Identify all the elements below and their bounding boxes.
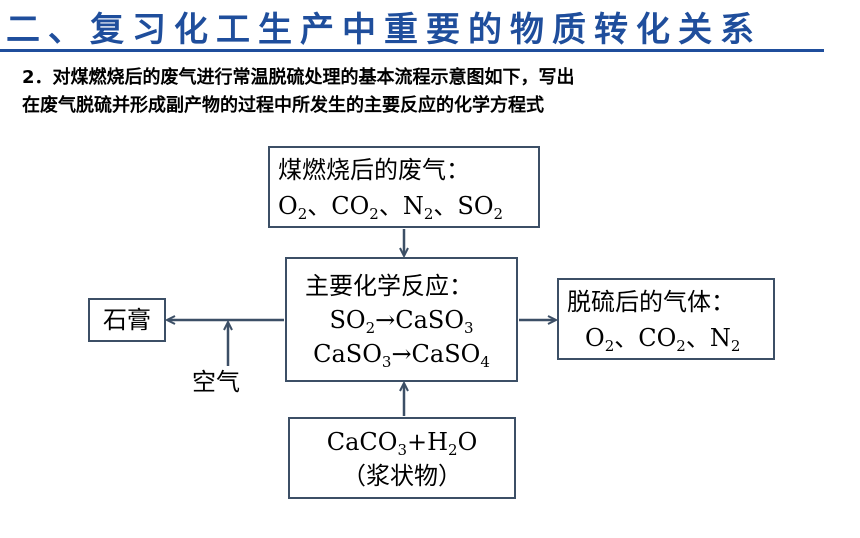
section-title: 二、复习化工生产中重要的物质转化关系 [6, 10, 762, 50]
waste-gas-components: O2、CO2、N2、SO2 [278, 192, 504, 223]
feed-formula: CaCO3+H2O [326, 428, 478, 459]
reaction-2: CaSO3→CaSO4 [313, 340, 490, 371]
question-line-1: 2．对煤燃烧后的废气进行常温脱硫处理的基本流程示意图如下，写出 [22, 67, 575, 88]
feed-box: CaCO3+H2O （浆状物） [288, 417, 516, 499]
gypsum-box: 石膏 [88, 298, 166, 342]
waste-gas-box: 煤燃烧后的废气： O2、CO2、N2、SO2 [268, 146, 540, 228]
waste-gas-label: 煤燃烧后的废气： [278, 156, 470, 184]
air-label: 空气 [192, 368, 240, 396]
reaction-1: SO2→CaSO3 [329, 306, 474, 337]
reaction-box: 主要化学反应： SO2→CaSO3 CaSO3→CaSO4 [285, 257, 518, 382]
gypsum-label: 石膏 [103, 306, 151, 334]
clean-gas-label: 脱硫后的气体： [567, 288, 735, 316]
clean-gas-components: O2、CO2、N2 [585, 324, 741, 355]
question-text: 2．对煤燃烧后的废气进行常温脱硫处理的基本流程示意图如下，写出 在废气脱硫并形成… [22, 64, 842, 120]
reaction-label: 主要化学反应： [305, 272, 473, 300]
title-underline [0, 49, 824, 52]
question-line-2: 在废气脱硫并形成副产物的过程中所发生的主要反应的化学方程式 [22, 95, 544, 116]
feed-state: （浆状物） [342, 462, 462, 490]
clean-gas-box: 脱硫后的气体： O2、CO2、N2 [557, 278, 775, 360]
